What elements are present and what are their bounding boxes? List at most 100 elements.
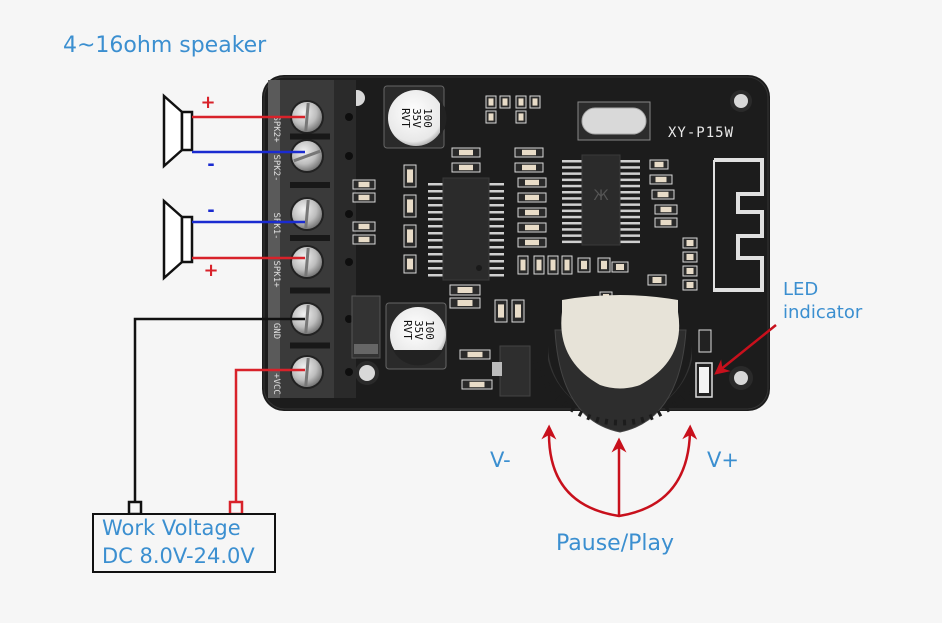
ic-pin (489, 211, 504, 214)
volume-up-label: V+ (707, 448, 739, 472)
volume-down-label: V- (490, 448, 511, 472)
smd-component (533, 255, 545, 275)
terminal-label: GND (271, 323, 281, 339)
ic-pin (428, 267, 443, 270)
ic-pin (620, 234, 640, 237)
knob-rotation-arrows (541, 424, 698, 518)
smd-component (682, 251, 698, 263)
crystal-oscillator (577, 101, 651, 141)
ic-pin (562, 228, 582, 231)
capacitor-top: 100 35V RVT (383, 85, 447, 149)
smd-component (352, 234, 376, 245)
ic-pin (562, 203, 582, 206)
smd-component (654, 217, 678, 228)
ic-pin (489, 239, 504, 242)
ic-pin (562, 191, 582, 194)
ic-pin (428, 253, 443, 256)
ic-pin (489, 232, 504, 235)
ic-pin (428, 211, 443, 214)
screw-terminal-block: SPK2+SPK2-SPK1-SPK1+GND+VCC (268, 80, 356, 398)
ic-pin (428, 274, 443, 277)
speaker-spec-title: 4~16ohm speaker (63, 33, 267, 58)
smd-component (485, 95, 497, 109)
ic-pin (620, 209, 640, 213)
smd-component (649, 174, 673, 185)
smd-component (651, 189, 675, 200)
smd-component (682, 279, 698, 291)
led-indicator-label: LED indicator (783, 278, 862, 324)
knob-tooth (586, 413, 592, 421)
ic-pin (562, 240, 582, 244)
ic-pin (489, 218, 504, 221)
ic-pin (489, 274, 504, 277)
polarity-minus-sign: - (207, 200, 214, 221)
knob-tooth (532, 359, 540, 364)
ic-pin (620, 184, 640, 188)
ic-pin (489, 253, 504, 256)
ic-pin (489, 246, 504, 249)
terminal-label: SPK1- (271, 212, 281, 239)
smd-component (499, 95, 511, 109)
smd-component (459, 349, 491, 360)
terminal-screw (290, 139, 353, 188)
smd-component (517, 177, 547, 188)
work-voltage-title: Work Voltage (102, 516, 241, 540)
speaker-2-icon (162, 93, 194, 169)
bluetooth-antenna (713, 158, 764, 292)
knob-tooth (562, 401, 569, 408)
ic-pin (428, 225, 443, 228)
ic-pin (428, 232, 443, 235)
smd-component (682, 265, 698, 277)
knob-tooth (555, 395, 562, 402)
cap-marking-voltage: 35V (410, 108, 423, 128)
knob-tooth (604, 418, 609, 425)
voltage-regulator (492, 345, 531, 397)
smd-component (517, 237, 547, 248)
mounting-hole (355, 361, 379, 385)
terminal-label: SPK2+ (271, 115, 281, 143)
ic-pin (428, 204, 443, 207)
smd-component (461, 379, 493, 390)
smd-component (403, 254, 417, 274)
ic-pin (620, 228, 640, 231)
knob-tooth (631, 418, 636, 425)
smd-component (515, 95, 527, 109)
smd-component (682, 237, 698, 249)
ic-pin (489, 260, 504, 263)
terminal-screw (290, 100, 353, 140)
smd-component (403, 224, 417, 248)
smd-component (352, 192, 376, 203)
terminal-label: SPK1+ (271, 260, 281, 288)
terminal-screw (290, 355, 353, 389)
smd-component (517, 207, 547, 218)
cap-marking-value: 100 (423, 320, 436, 340)
polarity-plus-sign: + (200, 92, 215, 113)
cap-marking-voltage: 35V (412, 320, 425, 340)
smd-component (561, 255, 573, 275)
smd-component (449, 284, 481, 296)
ic-pin (489, 204, 504, 207)
smd-component (654, 204, 678, 215)
smd-component (515, 110, 527, 124)
polarity-plus-sign: + (203, 260, 218, 281)
ic-pin (489, 267, 504, 270)
work-voltage-box: Work Voltage DC 8.0V-24.0V (92, 513, 276, 573)
ic-pin (562, 197, 582, 200)
ic-pin (562, 215, 582, 219)
ic-pin (562, 178, 582, 182)
cap-marking-series: RVT (399, 108, 412, 128)
ic-pin (620, 160, 640, 163)
knob-tooth (648, 413, 654, 421)
ic-pin (428, 183, 443, 186)
knob-tooth (678, 395, 685, 402)
led-indicator (695, 329, 713, 398)
ic-pin (620, 166, 640, 169)
ic-pin (428, 260, 443, 263)
mounting-hole (729, 366, 753, 390)
bluetooth-ic: Ж (562, 154, 640, 246)
ic-pin (620, 215, 640, 219)
ic-pin (562, 160, 582, 163)
led-label-line2: indicator (783, 302, 863, 323)
smd-component (547, 255, 559, 275)
